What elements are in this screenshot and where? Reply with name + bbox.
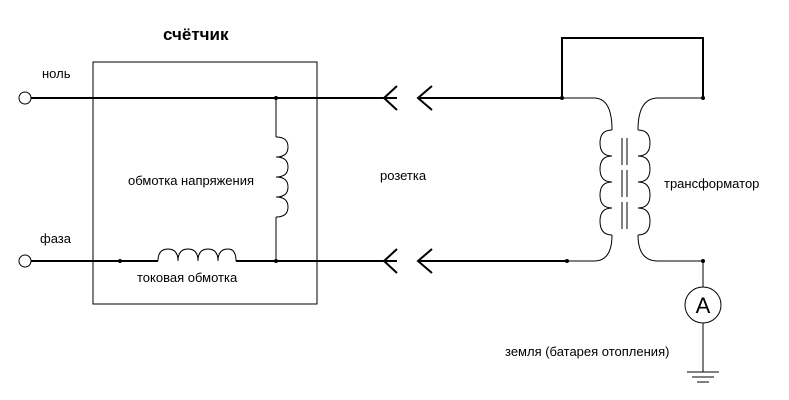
current-winding-coil bbox=[157, 248, 237, 262]
voltage-junction-top bbox=[274, 96, 278, 100]
phase-terminal bbox=[18, 254, 32, 268]
meter-box bbox=[92, 61, 318, 305]
voltage-junction-bottom bbox=[274, 259, 278, 263]
transformer-short-loop bbox=[561, 37, 704, 98]
ground-label: земля (батарея отопления) bbox=[505, 344, 669, 359]
phase-junction-left bbox=[118, 259, 122, 263]
ground-junction bbox=[701, 259, 705, 263]
transformer-label: трансформатор bbox=[664, 176, 759, 191]
phase-label: фаза bbox=[40, 231, 72, 246]
socket-phase-contact bbox=[382, 248, 398, 274]
neutral-terminal bbox=[18, 91, 32, 105]
neutral-label: ноль bbox=[42, 66, 71, 81]
meter-title: счётчик bbox=[163, 25, 229, 44]
current-winding-label: токовая обмотка bbox=[137, 270, 238, 285]
socket-neutral-contact bbox=[382, 85, 398, 111]
ground-icon bbox=[687, 371, 719, 383]
voltage-winding-label: обмотка напряжения bbox=[128, 173, 254, 188]
voltage-winding-coil bbox=[275, 136, 289, 218]
transformer bbox=[562, 97, 703, 262]
socket-label: розетка bbox=[380, 168, 427, 183]
ammeter-symbol: A bbox=[696, 293, 711, 318]
